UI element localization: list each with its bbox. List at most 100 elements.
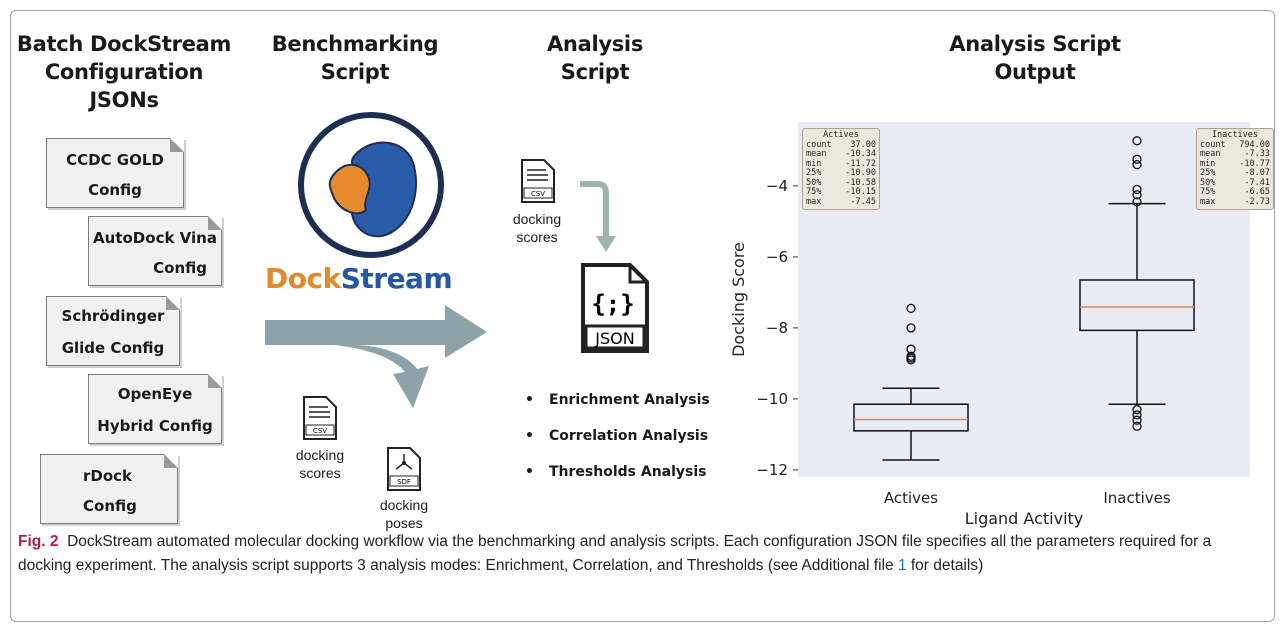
- config-label: Config: [88, 181, 142, 199]
- stats-key: count: [1200, 139, 1226, 150]
- stats-key: 75%: [806, 187, 822, 197]
- config-label: OpenEye: [117, 385, 193, 403]
- config-label: rDock: [83, 467, 133, 485]
- stats-row: mean-10.34: [806, 149, 876, 160]
- stats-row: max -2.73: [1200, 196, 1270, 208]
- stats-key: min: [806, 158, 822, 169]
- config-gold: CCDC GOLD Config: [46, 138, 184, 208]
- stats-value: -8.07: [1244, 168, 1270, 178]
- stats-value: -2.73: [1244, 196, 1270, 207]
- stats-key: 50%: [806, 177, 822, 188]
- stats-row: count 37.00: [806, 139, 876, 151]
- stats-key: 25%: [1200, 168, 1216, 178]
- y-tick-label: −8: [766, 319, 788, 337]
- config-label: Hybrid Config: [97, 417, 213, 435]
- config-vina: AutoDock Vina Config: [88, 216, 222, 286]
- page-fold-icon: [208, 374, 222, 388]
- stats-key: mean: [806, 149, 827, 159]
- list-item: •Thresholds Analysis: [525, 464, 707, 480]
- outlier-point: [1132, 404, 1142, 415]
- stats-key: min: [1200, 158, 1216, 169]
- config-label: Config: [153, 259, 207, 277]
- flow-arrows: [265, 305, 487, 408]
- outlier-point: [1132, 159, 1142, 170]
- stats-value: 794.00: [1239, 139, 1270, 150]
- caption-text-end: for details): [910, 557, 984, 574]
- list-item: •Enrichment Analysis: [525, 392, 710, 408]
- y-tick-label: −4: [766, 177, 788, 195]
- stats-title: Actives: [823, 130, 859, 140]
- page-fold-icon: [170, 138, 184, 152]
- csv-file-icon: CSV: [521, 159, 555, 203]
- stats-title: Inactives: [1211, 130, 1259, 140]
- stats-row: max-7.45: [806, 196, 876, 208]
- outlier-point: [1132, 415, 1142, 425]
- stats-value: -11.72: [845, 158, 876, 169]
- x-tick-label: Inactives: [1103, 489, 1171, 507]
- config-label: Schrödinger: [61, 307, 165, 325]
- additional-file-link[interactable]: 1: [897, 557, 907, 574]
- svg-text:CSV: CSV: [313, 427, 327, 435]
- stats-key: max: [806, 196, 822, 207]
- box: [1079, 279, 1195, 332]
- svg-text:CSV: CSV: [531, 190, 545, 198]
- config-label: CCDC GOLD: [66, 151, 164, 169]
- stats-value: -7.41: [1244, 177, 1270, 188]
- curved-arrow-icon: [580, 181, 616, 252]
- y-axis-label: Docking Score: [729, 242, 748, 357]
- outlier-point: [1132, 184, 1142, 195]
- config-openeye: OpenEye Hybrid Config: [88, 374, 222, 444]
- stats-value: -10.90: [845, 168, 876, 178]
- json-file-icon: {;} JSON: [581, 263, 649, 353]
- stats-row: 75% -10.15: [806, 187, 876, 198]
- stats-value: -10.77: [1239, 158, 1270, 169]
- y-tick-label: −12: [756, 461, 788, 479]
- page-fold-icon: [208, 216, 222, 230]
- outlier-point: [1132, 154, 1142, 164]
- stats-row: min -11.72: [806, 158, 876, 170]
- stats-key: 50%: [1200, 177, 1216, 188]
- outlier-point: [1132, 197, 1142, 207]
- stats-row: 75%-6.65: [1200, 187, 1270, 198]
- stats-key: 25%: [806, 168, 822, 178]
- config-label: Glide Config: [61, 339, 165, 357]
- config-glide: Schrödinger Glide Config: [46, 296, 180, 366]
- outlier-point: [1132, 190, 1142, 200]
- outlier-point: [1132, 421, 1142, 431]
- arrow-down-curve-icon: [335, 345, 429, 408]
- config-label: Config: [83, 497, 137, 515]
- figure-number: Fig. 2: [18, 533, 59, 550]
- outlier-point: [906, 303, 916, 314]
- stats-row: 25% -8.07: [1200, 168, 1270, 179]
- dockstream-wordmark: DockStream: [265, 262, 453, 295]
- stats-key: count: [806, 139, 832, 150]
- stats-value: -7.33: [1244, 149, 1270, 159]
- sdf-file-icon: SDF: [387, 447, 421, 491]
- page-fold-icon: [164, 454, 178, 468]
- stats-key: max: [1200, 196, 1216, 207]
- outlier-point: [906, 323, 916, 333]
- figure-caption: Fig. 2 DockStream automated molecular do…: [18, 530, 1258, 578]
- outlier-point: [1132, 410, 1142, 420]
- stats-value: -10.15: [845, 187, 876, 197]
- stats-row: min -10.77: [1200, 158, 1270, 170]
- stats-row: 50% -7.41: [1200, 177, 1270, 189]
- outlier-point: [1132, 136, 1142, 146]
- csv-file-icon: CSV: [303, 396, 337, 440]
- list-item: •Correlation Analysis: [525, 428, 709, 444]
- stats-row: 50%-10.58: [806, 177, 876, 189]
- stats-value: 37.00: [850, 139, 876, 150]
- y-tick-label: −10: [756, 390, 788, 408]
- caption-text: DockStream automated molecular docking w…: [18, 533, 1212, 574]
- stats-row: count 794.00: [1200, 139, 1270, 151]
